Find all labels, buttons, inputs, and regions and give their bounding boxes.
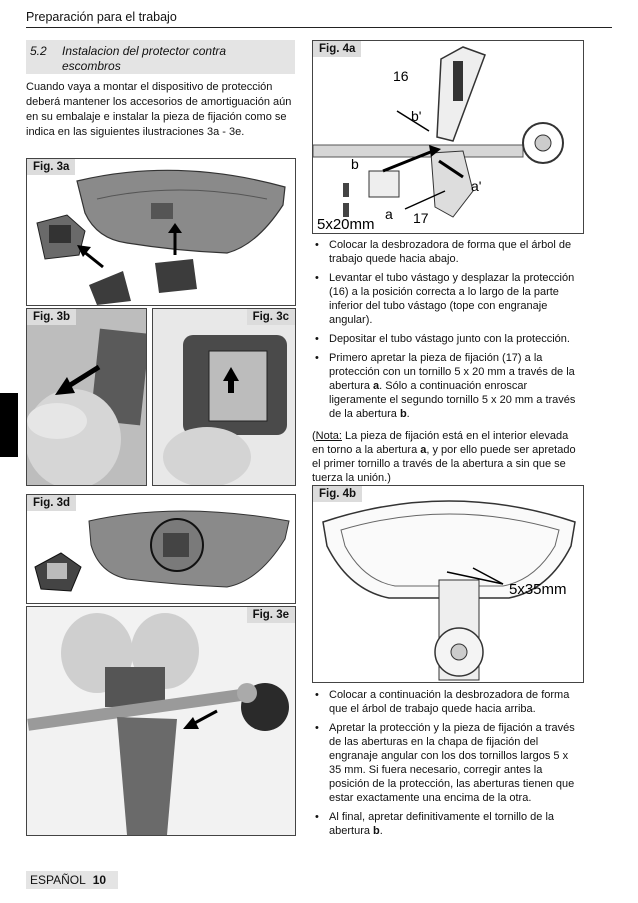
page-header: Preparación para el trabajo: [26, 10, 177, 24]
figure-3c-illustration: [153, 309, 295, 485]
figure-3e: Fig. 3e: [26, 606, 296, 836]
figure-3a: Fig. 3a: [26, 158, 296, 306]
fig4a-label-b: b: [351, 156, 359, 172]
figure-3b: Fig. 3b: [26, 308, 147, 486]
list-item: Depositar el tubo vástago junto con la p…: [312, 332, 580, 346]
fig4a-label-a: a: [385, 206, 393, 222]
fig4a-label-screw: 5x20mm: [317, 216, 375, 233]
footer-language: ESPAÑOL: [30, 873, 86, 887]
section-thumb-tab: [0, 393, 18, 457]
instructions-list-2: Colocar a continuación la desbrozadora d…: [312, 688, 580, 843]
fig4a-label-a-prime: a': [471, 178, 481, 194]
figure-3c-label: Fig. 3c: [246, 309, 295, 325]
fig4a-label-b-prime: b': [411, 108, 421, 124]
header-rule: [26, 27, 612, 28]
section-number: 5.2: [30, 44, 47, 58]
figure-4b-illustration: 5x35mm: [322, 500, 576, 681]
note-paragraph: (Nota: La pieza de fijación está en el i…: [312, 430, 576, 484]
instructions-list-1: Colocar la desbrozadora de forma que el …: [312, 238, 580, 426]
section-title: Instalacion del protector contra escombr…: [62, 44, 227, 73]
intro-paragraph: Cuando vaya a montar el dispositivo de p…: [26, 81, 292, 138]
figure-3b-label: Fig. 3b: [27, 309, 77, 325]
fig4b-label-screw: 5x35mm: [509, 581, 567, 598]
page-number: 10: [92, 873, 107, 887]
figure-3e-illustration: [27, 607, 295, 835]
list-item: Al final, apretar definitivamente el tor…: [312, 810, 580, 838]
section-heading: 5.2 Instalacion del protector contra esc…: [26, 40, 295, 74]
list-item: Levantar el tubo vástago y desplazar la …: [312, 271, 580, 327]
list-item: Apretar la protección y la pieza de fija…: [312, 721, 580, 805]
figure-3b-illustration: [27, 309, 146, 485]
figure-4a-illustration: 16 b' b a' a 17 5x20mm: [313, 46, 564, 233]
fig4a-label-17: 17: [413, 210, 429, 226]
list-item: Primero apretar la pieza de fijación (17…: [312, 351, 580, 421]
figure-3d: Fig. 3d: [26, 494, 296, 604]
figure-3e-label: Fig. 3e: [246, 607, 295, 623]
figure-3d-label: Fig. 3d: [27, 495, 77, 511]
figure-3c: Fig. 3c: [152, 308, 296, 486]
figure-3a-label: Fig. 3a: [27, 159, 76, 175]
list-item: Colocar a continuación la desbrozadora d…: [312, 688, 580, 716]
list-item: Colocar la desbrozadora de forma que el …: [312, 238, 580, 266]
figure-4b: 5x35mm Fig. 4b: [312, 485, 584, 683]
figure-3a-illustration: [36, 169, 286, 305]
figure-4a: 16 b' b a' a 17 5x20mm Fig. 4a: [312, 40, 584, 234]
figure-3d-illustration: [34, 510, 290, 592]
page-footer: ESPAÑOL 10: [26, 871, 118, 889]
figure-4a-label: Fig. 4a: [313, 41, 362, 57]
figure-4b-label: Fig. 4b: [313, 486, 363, 502]
fig4a-label-16: 16: [393, 68, 409, 84]
